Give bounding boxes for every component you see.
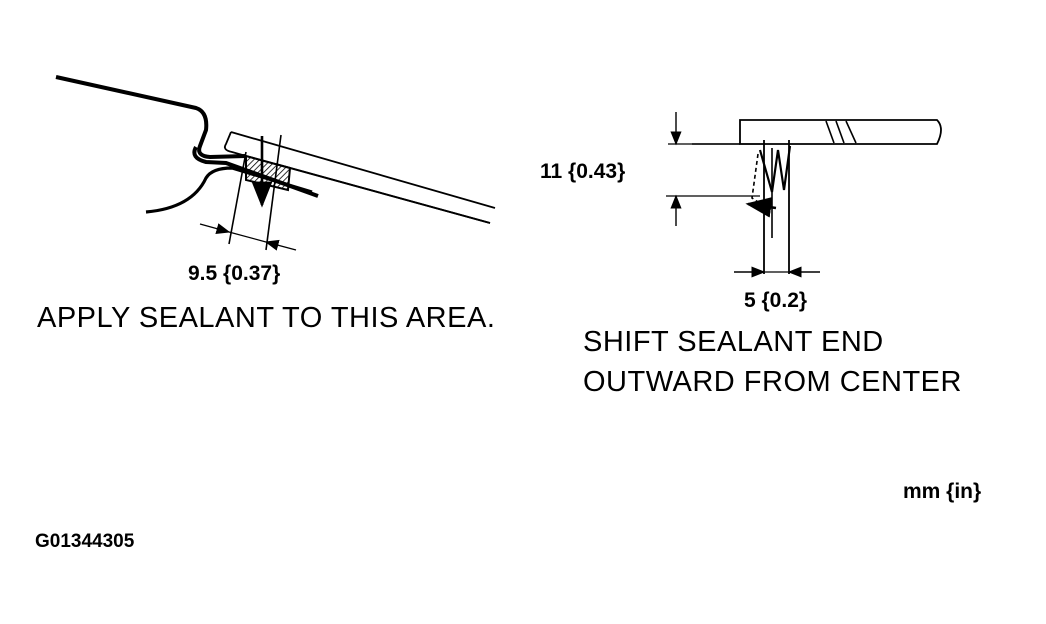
right-vertical-dimension-label: 11 {0.43}: [540, 160, 626, 183]
figure-code: G01344305: [35, 531, 135, 552]
left-dimension-label: 9.5 {0.37}: [188, 262, 281, 285]
right-horizontal-dimension-label: 5 {0.2}: [744, 289, 808, 312]
left-panel-section: [55, 75, 496, 251]
left-caption: APPLY SEALANT TO THIS AREA.: [37, 302, 496, 334]
right-caption-line-2: OUTWARD FROM CENTER: [583, 366, 962, 398]
units-note: mm {in}: [903, 480, 982, 503]
right-panel-section: [666, 112, 942, 278]
right-caption-line-1: SHIFT SEALANT END: [583, 326, 884, 358]
